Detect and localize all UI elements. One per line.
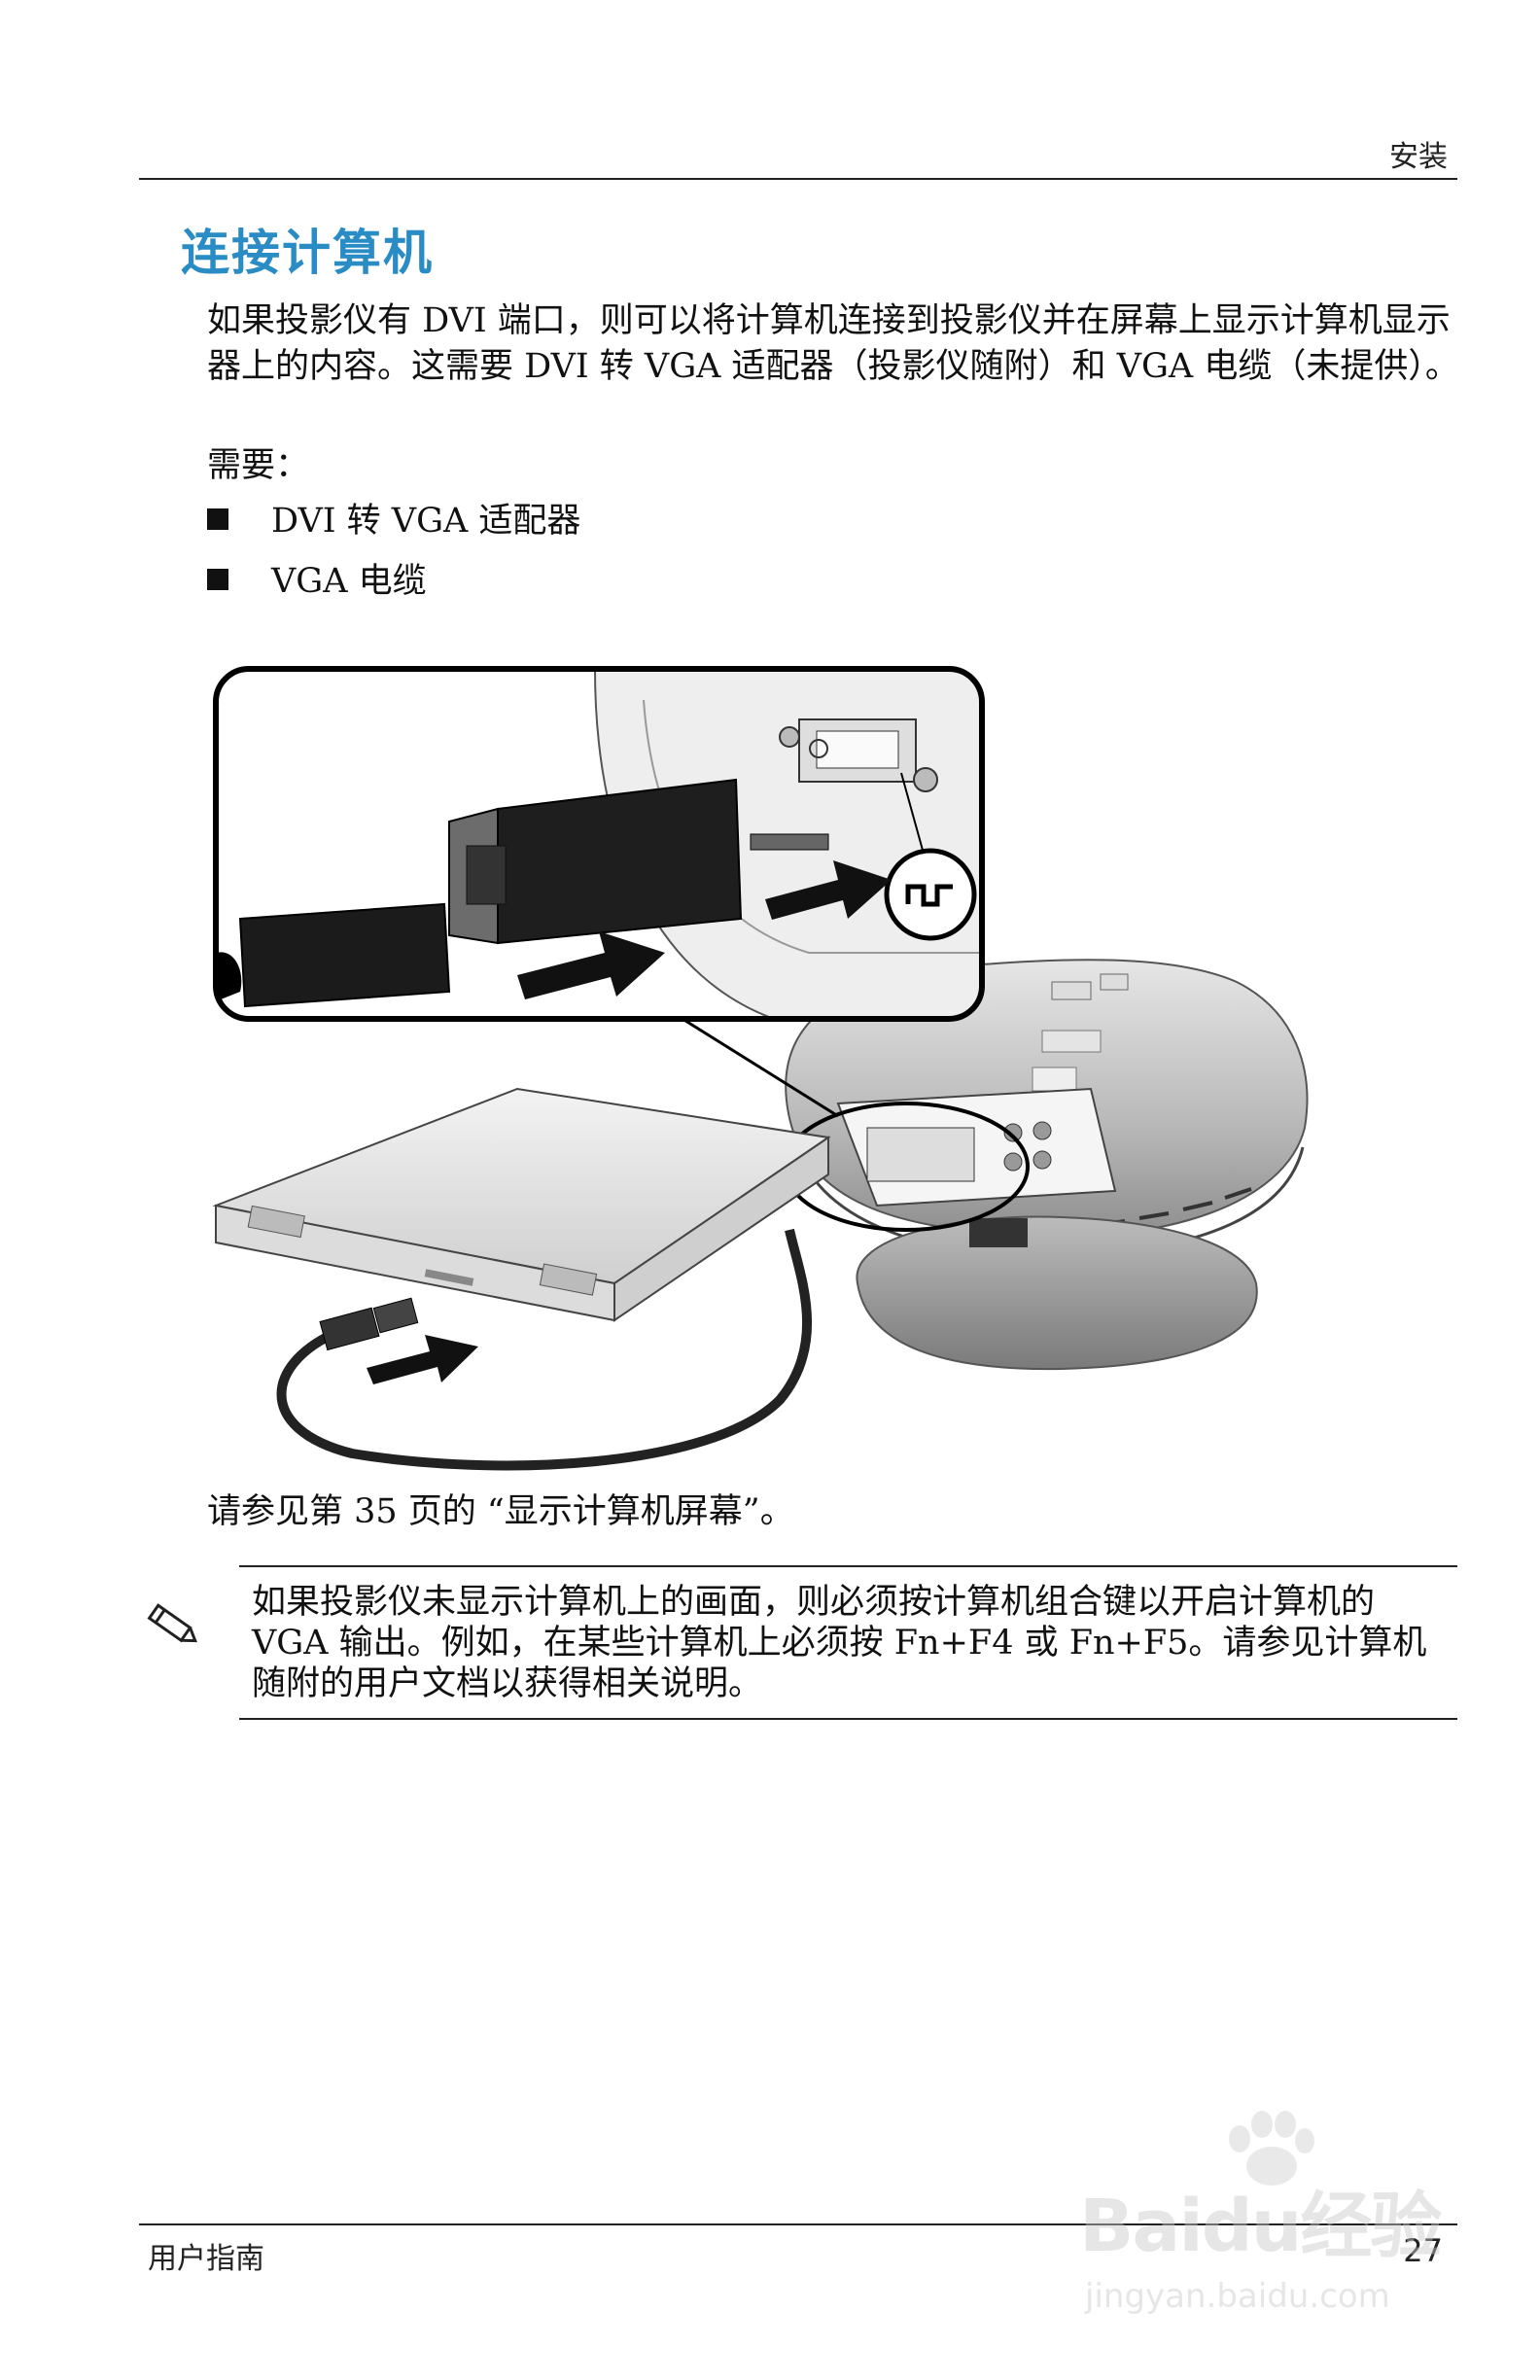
callout-line	[682, 1017, 839, 1118]
inset-detail	[213, 666, 985, 1022]
bullet-square-icon	[207, 508, 228, 530]
note-top-rule	[239, 1565, 1457, 1567]
page-number: 27	[1403, 2232, 1443, 2269]
list-item-text: DVI 转 VGA 适配器	[271, 502, 581, 541]
footer-rule	[139, 2223, 1457, 2225]
list-item: VGA 电缆	[207, 559, 427, 605]
footer-guide-title: 用户指南	[148, 2242, 264, 2276]
list-item-text: VGA 电缆	[271, 562, 427, 601]
note-bottom-rule	[239, 1718, 1457, 1720]
intro-paragraph: 如果投影仪有 DVI 端口，则可以将计算机连接到投影仪并在屏幕上显示计算机显示器…	[207, 301, 1459, 386]
watermark: Baidu经验 jingyan.baidu.com	[1079, 2110, 1449, 2343]
page-title: 连接计算机	[181, 225, 434, 281]
connection-illustration	[212, 666, 1309, 1471]
needs-label: 需要：	[207, 446, 310, 485]
header-rule	[139, 178, 1457, 180]
reference-text: 请参见第 35 页的 “显示计算机屏幕”。	[207, 1492, 794, 1531]
laptop	[212, 1087, 831, 1322]
watermark-url: jingyan.baidu.com	[1085, 2277, 1390, 2316]
note-text: 如果投影仪未显示计算机上的画面，则必须按计算机组合键以开启计算机的 VGA 输出…	[252, 1583, 1427, 1703]
pencil-icon	[147, 1603, 197, 1643]
projector	[783, 959, 1309, 1371]
insert-arrow	[367, 1335, 478, 1384]
watermark-brand: Baidu经验	[1079, 2185, 1442, 2268]
list-item: DVI 转 VGA 适配器	[207, 499, 580, 544]
bullet-square-icon	[207, 569, 228, 590]
paw-icon	[1229, 2111, 1314, 2186]
header-section-label: 安装	[1389, 140, 1448, 174]
vga-cable	[276, 1228, 812, 1471]
